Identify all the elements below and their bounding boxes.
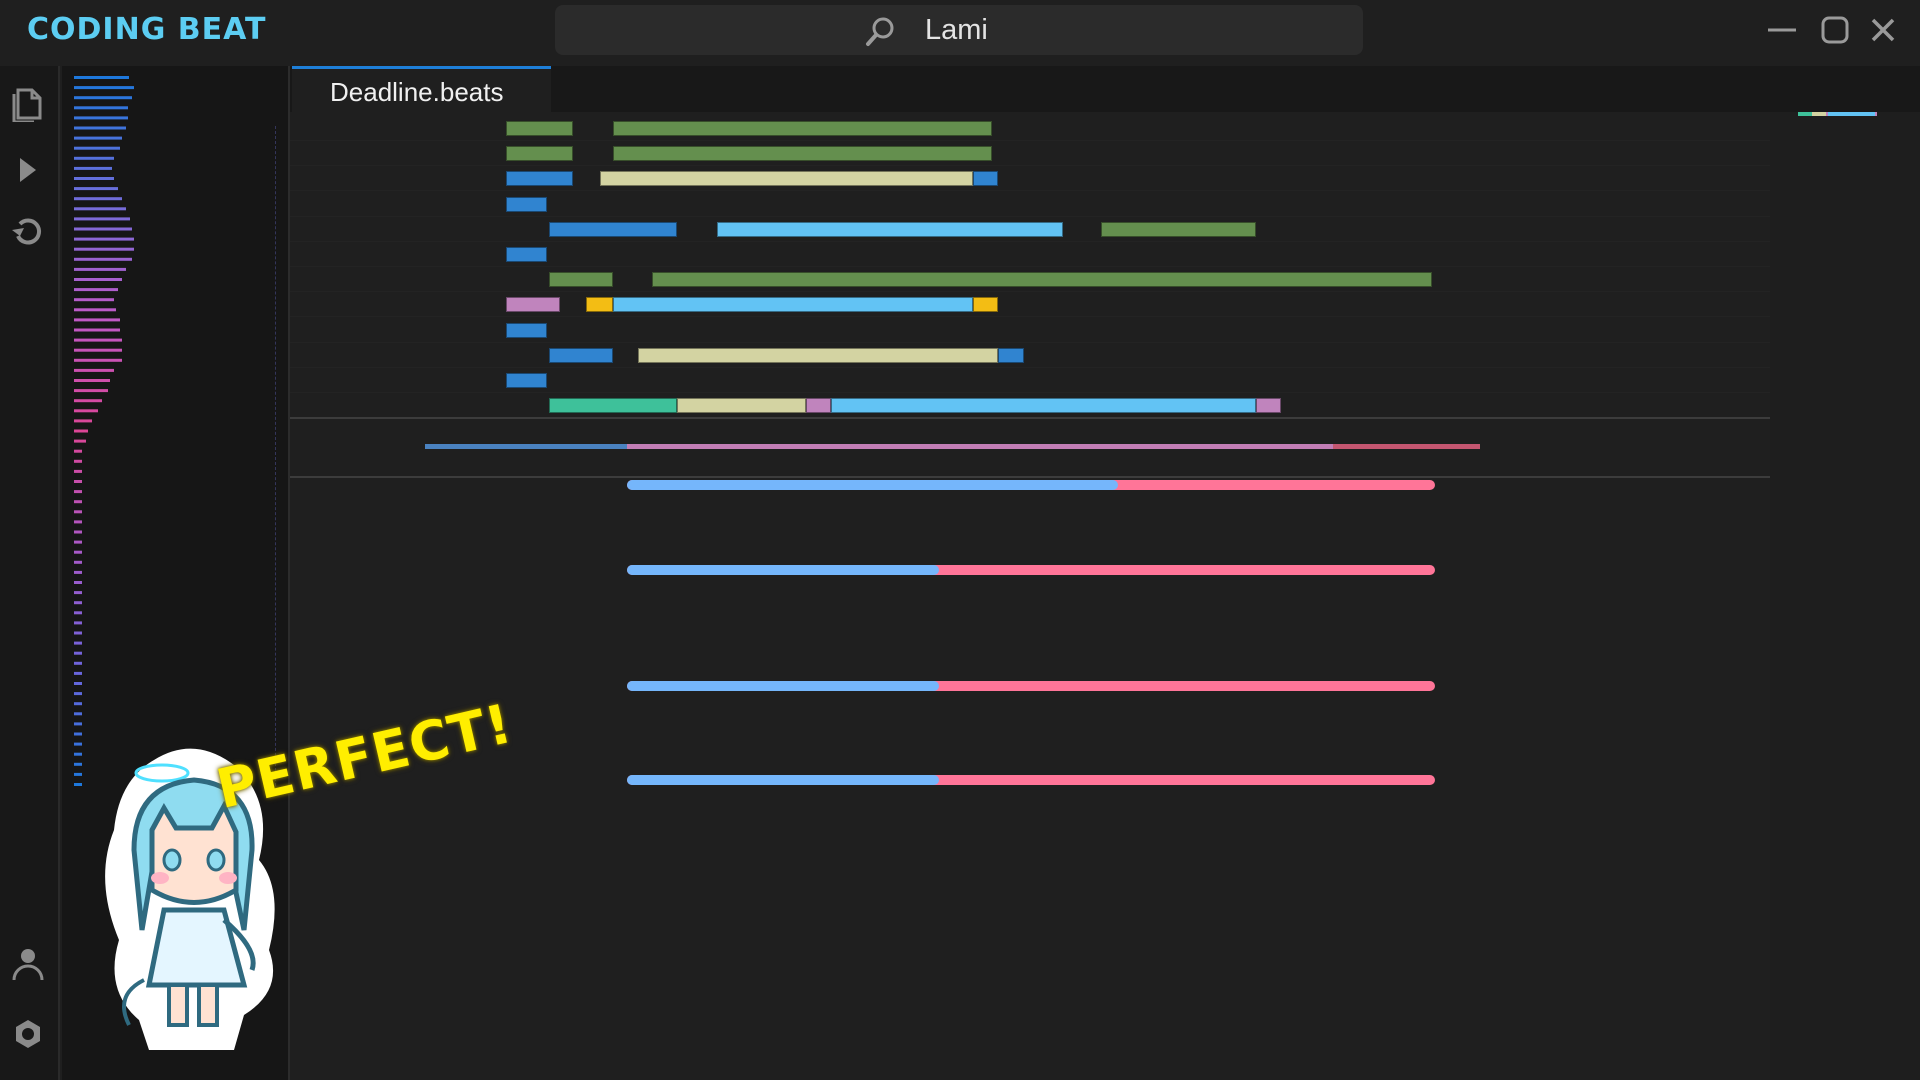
close-icon xyxy=(1865,18,1901,52)
note-block xyxy=(549,221,677,237)
progress-segment xyxy=(425,444,627,449)
note-block xyxy=(506,146,573,162)
minimap-segment xyxy=(1826,112,1828,116)
note-block xyxy=(998,347,1024,363)
minimap-segment xyxy=(1812,112,1826,116)
note-block xyxy=(973,297,998,313)
note-block xyxy=(831,398,1256,414)
note-lane xyxy=(290,141,1770,167)
search-icon xyxy=(863,15,897,49)
note-block xyxy=(973,171,998,187)
minimap[interactable] xyxy=(1770,112,1920,1080)
overview-guide-line xyxy=(275,126,276,786)
note-block xyxy=(677,398,806,414)
hold-track-progress xyxy=(627,565,939,575)
note-block xyxy=(586,297,613,313)
tab-strip: Deadline.beats xyxy=(290,66,1920,112)
note-lane xyxy=(290,217,1770,242)
note-lane xyxy=(290,368,1770,393)
close-button[interactable] xyxy=(1865,12,1901,48)
note-lane xyxy=(290,242,1770,267)
note-block xyxy=(806,398,831,414)
hold-track-progress xyxy=(627,480,1118,490)
note-block xyxy=(613,146,992,162)
account-icon[interactable] xyxy=(8,944,48,984)
maximize-button[interactable] xyxy=(1817,12,1853,48)
hold-track-progress xyxy=(627,681,939,691)
app-title: CODING BEAT xyxy=(27,12,267,47)
note-lane xyxy=(290,166,1770,192)
mascot-character xyxy=(94,740,294,1050)
tab-deadline-beats[interactable]: Deadline.beats xyxy=(292,66,551,112)
activity-bar xyxy=(0,66,60,1080)
note-lane xyxy=(290,267,1770,293)
progress-segment xyxy=(1333,444,1480,449)
hold-track xyxy=(627,775,1435,785)
note-block xyxy=(613,121,992,136)
minimize-icon xyxy=(1764,28,1800,52)
beat-overview-lines xyxy=(74,76,134,786)
note-block xyxy=(652,272,1432,288)
tab-label: Deadline.beats xyxy=(330,77,504,107)
maximize-icon xyxy=(1817,16,1853,52)
note-lane xyxy=(290,192,1770,217)
note-block xyxy=(506,322,547,338)
lane-divider-bottom xyxy=(290,476,1770,478)
title-bar: CODING BEAT Lami xyxy=(0,0,1920,66)
settings-gear-icon[interactable] xyxy=(8,1014,48,1054)
note-lane xyxy=(290,343,1770,368)
search-box[interactable]: Lami xyxy=(555,5,1363,55)
minimap-segment xyxy=(1875,112,1877,116)
note-block xyxy=(549,398,677,414)
note-block xyxy=(1256,398,1281,414)
note-block xyxy=(638,347,998,363)
note-block xyxy=(549,272,613,288)
note-lane xyxy=(290,116,1770,141)
minimize-button[interactable] xyxy=(1764,12,1800,48)
note-block xyxy=(506,171,573,187)
note-block xyxy=(1101,221,1256,237)
search-value[interactable]: Lami xyxy=(925,14,988,46)
note-block xyxy=(717,221,1063,237)
play-icon[interactable] xyxy=(8,150,48,190)
note-block xyxy=(506,121,573,136)
note-block xyxy=(600,171,973,187)
minimap-segment xyxy=(1828,112,1875,116)
minimap-segment xyxy=(1798,112,1812,116)
note-block xyxy=(613,297,973,313)
lane-divider-top xyxy=(290,417,1770,419)
hold-track-progress xyxy=(627,775,939,785)
note-block xyxy=(506,297,560,313)
hold-track xyxy=(627,565,1435,575)
files-icon[interactable] xyxy=(8,82,48,124)
note-block xyxy=(506,196,547,212)
note-lane xyxy=(290,318,1770,343)
hold-track xyxy=(627,681,1435,691)
restart-icon[interactable] xyxy=(8,210,48,250)
note-block xyxy=(506,373,547,388)
note-lane xyxy=(290,292,1770,318)
note-block xyxy=(549,347,613,363)
progress-segment xyxy=(627,444,1333,449)
beat-editor: Deadline.beats xyxy=(290,66,1920,1080)
note-block xyxy=(506,247,547,262)
